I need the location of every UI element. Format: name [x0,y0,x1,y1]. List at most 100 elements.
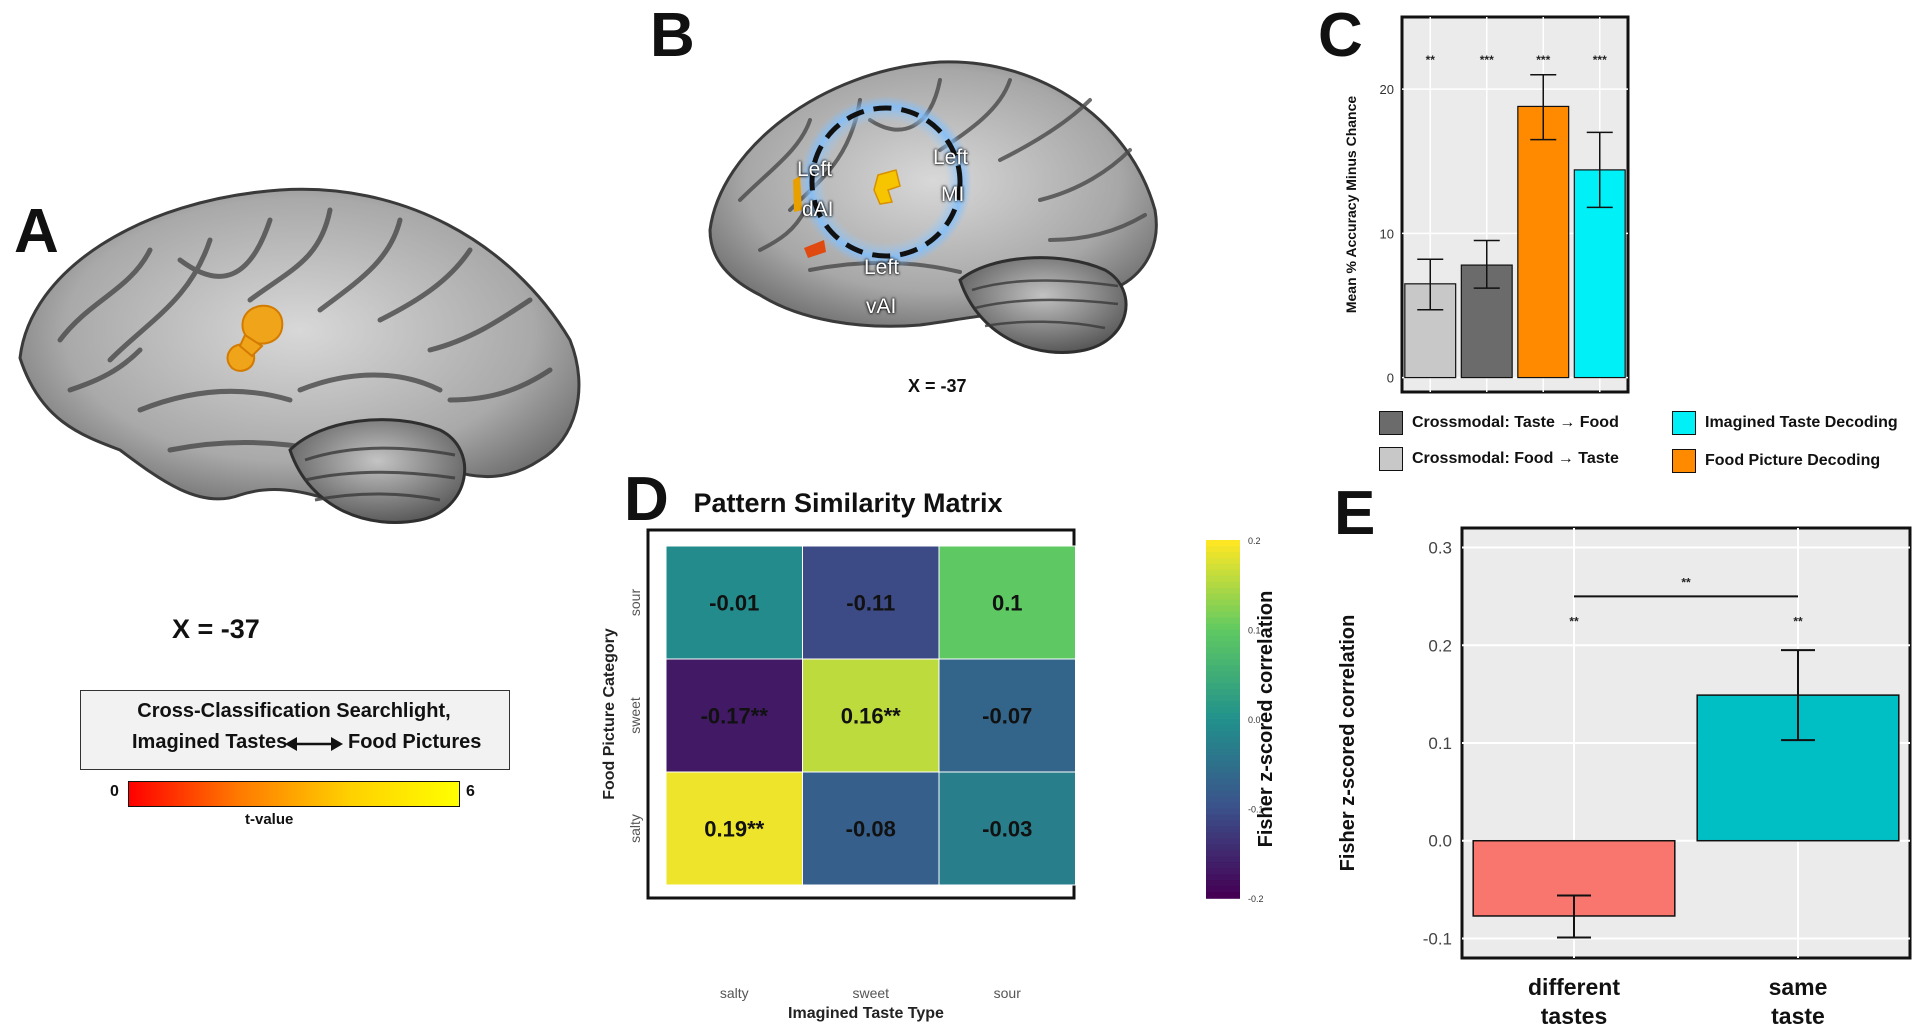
y-tick-label-d: salty [627,814,643,843]
y-tick-label-c: 0 [1387,371,1394,386]
colorbar-segment-d [1206,808,1240,816]
panel-letter-e: E [1334,479,1376,548]
colorbar-segment-d [1206,730,1240,738]
significance-label-c: ** [1426,53,1436,67]
colorbar-segment-d [1206,796,1240,804]
colorbar-segment-d [1206,850,1240,858]
colorbar-segment-d [1206,814,1240,822]
colorbar-segment-d [1206,557,1240,565]
panel-letter-d: D [624,465,669,534]
colorbar-segment-d [1206,820,1240,828]
colorbar-segment-d [1206,772,1240,780]
colorbar-segment-d [1206,683,1240,690]
colorbar-segment-d [1206,540,1240,547]
heatmap-cell [938,658,1076,773]
heatmap-cell [938,545,1076,660]
heatmap-cell-label: 0.16** [841,704,901,729]
chart-e-fisher-correlation: -0.10.00.10.20.3**differenttastes**samet… [1337,526,1912,1029]
colorbar-segment-d [1206,701,1240,708]
colorbar-segment-d [1206,790,1240,798]
significance-label-c: *** [1480,53,1494,67]
heatmap-cell-label: -0.11 [846,591,895,616]
heatmap-cell [665,771,803,886]
colorbar-segment-d [1206,832,1240,840]
colorbar-segment-d [1206,748,1240,756]
heatmap-cell-label: 0.19** [704,817,764,842]
y-tick-label-e: 0.0 [1428,832,1452,851]
colorbar-segment-d [1206,844,1240,852]
heatmap-cell-label: -0.07 [982,704,1032,729]
y-tick-label-e: 0.1 [1428,734,1452,753]
heatmap-cell [665,545,803,660]
colorbar-tick-label-d: -0.1 [1248,805,1264,815]
bar-c [1517,105,1570,379]
y-tick-label-c: 10 [1380,226,1394,241]
colorbar-segment-d [1206,802,1240,810]
heatmap-cell [665,658,803,773]
x-tick-label-e: taste [1771,1003,1825,1029]
searchlight-legend-title-line2-left: Imagined Tastes [132,731,288,753]
legend-swatch-c [1379,411,1403,435]
legend-label-c: Imagined Taste Decoding [1705,414,1898,431]
colorbar-segment-d [1206,593,1240,601]
y-tick-label-d: sour [627,589,643,617]
significance-label-c: *** [1536,53,1550,67]
colorbar-segment-d [1206,653,1240,661]
panel-letter-b: B [650,1,695,70]
colorbar-segment-d [1206,635,1240,643]
region-label-mi-line1: Left [933,146,969,169]
heatmap-cell-label: -0.17** [701,704,769,729]
x-tick-label-e: same [1769,974,1828,1000]
brain-sagittal-a [18,187,581,524]
colorbar-segment-d [1206,545,1240,553]
legend-label-c: Crossmodal: Food → Taste [1412,450,1619,467]
colorbar-tick-label-d: 0.0 [1248,715,1261,725]
colorbar-segment-d [1206,778,1240,786]
colorbar-segment-d [1206,581,1240,589]
heatmap-cell [802,771,940,886]
colorbar-segment-d [1206,665,1240,673]
double-arrow-icon [285,737,343,751]
x-tick-label-e: tastes [1541,1003,1607,1029]
x-tick-label-d: sweet [852,985,889,1001]
panel-letter-a: A [14,197,59,266]
colorbar-segment-d [1206,874,1240,881]
legend-label-c: Crossmodal: Taste → Food [1412,414,1619,431]
legend-swatch-c [1672,449,1696,473]
colorbar-segment-d [1206,856,1240,863]
colorbar-segment-d [1206,862,1240,869]
colorbar-segment-d [1206,671,1240,679]
region-label-vai-line2: vAI [866,295,897,318]
colorbar-segment-d [1206,647,1240,655]
colorbar-segment-d [1206,599,1240,607]
y-tick-label-e: 0.3 [1428,539,1452,558]
coordinate-label-b: X = -37 [908,376,967,396]
colorbar-segment-d [1206,838,1240,846]
region-label-dai-line1: Left [797,158,833,181]
significance-label-c: *** [1593,53,1607,67]
colorbar-axis-label: t-value [245,811,294,828]
comparison-significance-e: ** [1681,575,1691,589]
heatmap-cell-label: 0.1 [992,591,1023,616]
colorbar-segment-d [1206,695,1240,702]
colorbar-segment-d [1206,623,1240,631]
significance-label-e: ** [1569,615,1579,629]
colorbar-segment-d [1206,569,1240,577]
colorbar-segment-d [1206,713,1240,720]
y-tick-label-c: 20 [1380,82,1394,97]
colorbar-segment-d [1206,617,1240,625]
colorbar-segment-d [1206,760,1240,768]
colorbar-tick-label-d: -0.2 [1248,894,1264,904]
legend-swatch-c [1379,447,1403,471]
colorbar-segment-d [1206,766,1240,774]
x-axis-title-d: Imagined Taste Type [788,1005,944,1022]
heatmap-cell [802,545,940,660]
colorbar-segment-d [1206,605,1240,613]
y-tick-label-d: sweet [627,697,643,734]
y-axis-title-c: Mean % Accuracy Minus Chance [1343,96,1359,314]
colorbar-segment-d [1206,719,1240,726]
colorbar-segment-d [1206,551,1240,559]
colorbar-max-label: 6 [466,783,475,800]
colorbar-segment-d [1206,677,1240,684]
